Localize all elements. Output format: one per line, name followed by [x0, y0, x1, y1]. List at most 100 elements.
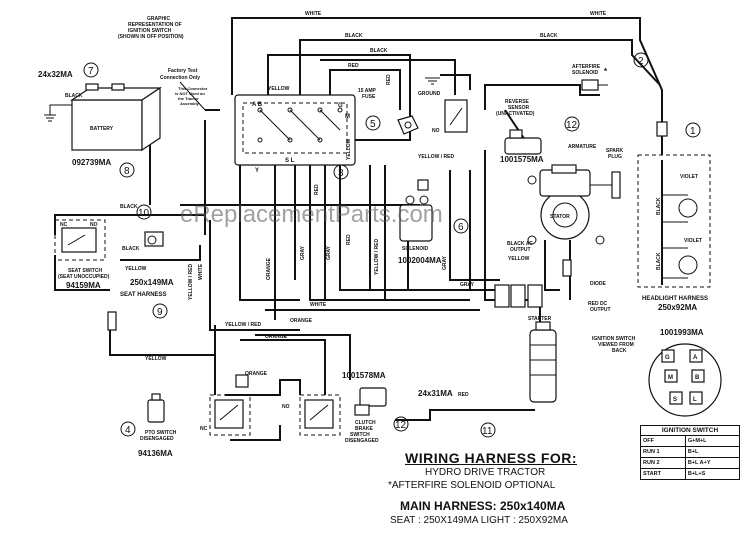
lbl-yellow-bottom: YELLOW [145, 356, 167, 362]
battery: BATTERY [44, 83, 162, 152]
reverse-sensor [504, 129, 542, 155]
lbl-red-sol: RED [386, 74, 392, 85]
ign-face-b: B [695, 375, 700, 381]
title-line1: HYDRO DRIVE TRACTOR [425, 467, 546, 478]
armature-label: ARMATURE [568, 144, 597, 150]
lbl-orange-3: ORANGE [265, 334, 288, 340]
pn-solenoid: 1002004MA [398, 256, 442, 265]
table-row: RUN 1 B+L [640, 446, 741, 458]
lbl-red-starter: RED [458, 392, 469, 398]
watermark: eReplacementParts.com [180, 201, 443, 228]
pn-headlight: 250x92MA [658, 303, 697, 312]
lbl-gray-1: GRAY [300, 245, 306, 260]
harness-connectors [494, 284, 543, 308]
callout-2: 2 [638, 56, 644, 67]
ign-face-a: A [693, 355, 698, 361]
lbl-black-lamp-1: BLACK [656, 197, 662, 215]
pn-reverse-sensor: 1001575MA [500, 155, 544, 164]
ign-face-m: M [668, 375, 673, 381]
ign-pos: RUN 1 [640, 446, 686, 458]
factory-test-label: Factory Test Connection Only [160, 68, 200, 81]
starter-label: STARTER [528, 316, 552, 322]
lbl-yellow-1: YELLOW [268, 86, 290, 92]
callout-3: 3 [338, 168, 344, 179]
pn-battery-cable: 24x32MA [38, 70, 73, 79]
engine-stator [527, 164, 621, 277]
lbl-black-2: BLACK [540, 33, 558, 39]
ign-terms-mid: S L [285, 158, 295, 164]
ign-term-g: G [338, 103, 343, 109]
ign-term-m: M [345, 114, 350, 120]
lbl-white-top-1: WHITE [305, 11, 322, 17]
title-main-harness: MAIN HARNESS: 250x140MA [400, 499, 566, 513]
afterfire-solenoid [581, 79, 608, 91]
seat-nc: NC [60, 222, 68, 228]
headlight-harness-label: HEADLIGHT HARNESS [642, 296, 708, 302]
lbl-black-horiz: BLACK [120, 204, 138, 210]
callout-11: 11 [482, 426, 493, 437]
diode-label: DIODE [590, 281, 607, 287]
ignition-switch-table: IGNITION SWITCH OFF G+M+L RUN 1 B+L RUN … [640, 425, 741, 480]
lbl-white-mid: WHITE [310, 302, 327, 308]
lbl-yellow-red-3: YELLOW / RED [418, 154, 455, 160]
pn-battery: 092739MA [72, 158, 111, 167]
callout-10: 10 [138, 208, 150, 219]
gnd-no: NO [432, 128, 440, 134]
ign-term-y: Y [255, 168, 259, 174]
ign-face-g: G [665, 355, 670, 361]
starter-motor [529, 321, 557, 403]
lbl-black-1: BLACK [345, 33, 363, 39]
callout-12a: 12 [566, 120, 578, 131]
lbl-yellow-seat: YELLOW [125, 266, 147, 272]
title-sub-harness: SEAT : 250X149MA LIGHT : 250X92MA [390, 515, 568, 526]
ign-terms: B+L+S [684, 468, 741, 480]
callout-9: 9 [157, 307, 163, 318]
lbl-yellow-red-4: YELLOW / RED [225, 322, 262, 328]
table-row: RUN 2 B+L A+Y [640, 457, 741, 469]
ign-pos: OFF [640, 435, 686, 447]
battery-label: BATTERY [90, 126, 114, 132]
pn-pto: 94136MA [138, 449, 173, 458]
stator-label: STATOR [550, 214, 570, 220]
lbl-white-vert: WHITE [198, 263, 204, 280]
seat-switch-label: SEAT SWITCH (SEAT UNOCCUPIED) [58, 268, 110, 280]
lbl-gray-2: GRAY [326, 245, 332, 260]
factory-test-note: This Connector is NOT Used on the Tracto… [175, 86, 208, 106]
lbl-orange-1: ORANGE [266, 257, 272, 280]
afterfire-asterisk: * [604, 67, 608, 76]
fuse [397, 115, 419, 135]
ground-label: GROUND [418, 91, 441, 97]
pn-seat-harness: 250x149MA [130, 278, 174, 287]
callout-1: 1 [690, 126, 696, 137]
callout-5: 5 [370, 119, 376, 130]
ign-face-s: S [673, 397, 677, 403]
lbl-violet-2: VIOLET [684, 238, 702, 244]
lbl-red-1: RED [348, 63, 359, 69]
ign-terms-top: A B [252, 102, 263, 108]
pn-clutch-switch: 1001578MA [342, 371, 386, 380]
ignition-switch-face: G A M B S L [648, 343, 722, 417]
ign-face-l: L [693, 397, 697, 403]
callout-6: 6 [458, 222, 464, 233]
table-row: START B+L+S [640, 468, 741, 480]
ign-pos: RUN 2 [640, 457, 686, 469]
callouts: 1 2 3 4 5 6 7 8 9 10 11 12 12 [83, 52, 701, 438]
ign-terms: B+L A+Y [684, 457, 741, 469]
ground-switch [425, 77, 468, 133]
lbl-black-3: BLACK [370, 48, 388, 54]
lbl-orange-4: ORANGE [245, 371, 268, 377]
seat-harness-label: SEAT HARNESS [120, 292, 167, 298]
callout-12b: 12 [395, 420, 407, 431]
solenoid-label: SOLENOID [402, 246, 429, 252]
wire-labels: WHITE WHITE BLACK BLACK BLACK BLACK YELL… [120, 11, 607, 377]
pto-nc: NC [200, 426, 208, 432]
lbl-black-seat: BLACK [122, 246, 140, 252]
headlight-harness [637, 121, 711, 288]
yellow-out-label: YELLOW [508, 256, 530, 262]
